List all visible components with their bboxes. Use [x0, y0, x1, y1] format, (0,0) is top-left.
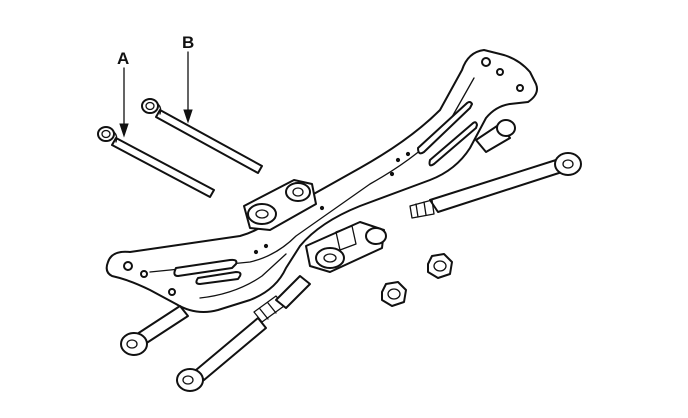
front-link-bracket — [305, 221, 387, 273]
front-adjustable-link — [176, 275, 311, 392]
right-rear-bushing — [475, 119, 516, 153]
left-lower-arm — [120, 305, 189, 356]
nut-lower — [381, 281, 407, 307]
crossmember-body — [105, 49, 538, 313]
leader-line-b — [183, 51, 193, 124]
bolt-b — [141, 98, 263, 174]
rear-lateral-link — [409, 152, 582, 219]
rear-mount-bracket — [243, 179, 317, 231]
nut-upper — [427, 253, 453, 279]
callout-label-b: B — [182, 33, 194, 52]
bolt-a — [97, 126, 215, 198]
callout-label-a: A — [117, 49, 129, 68]
leader-line-a — [119, 67, 129, 138]
